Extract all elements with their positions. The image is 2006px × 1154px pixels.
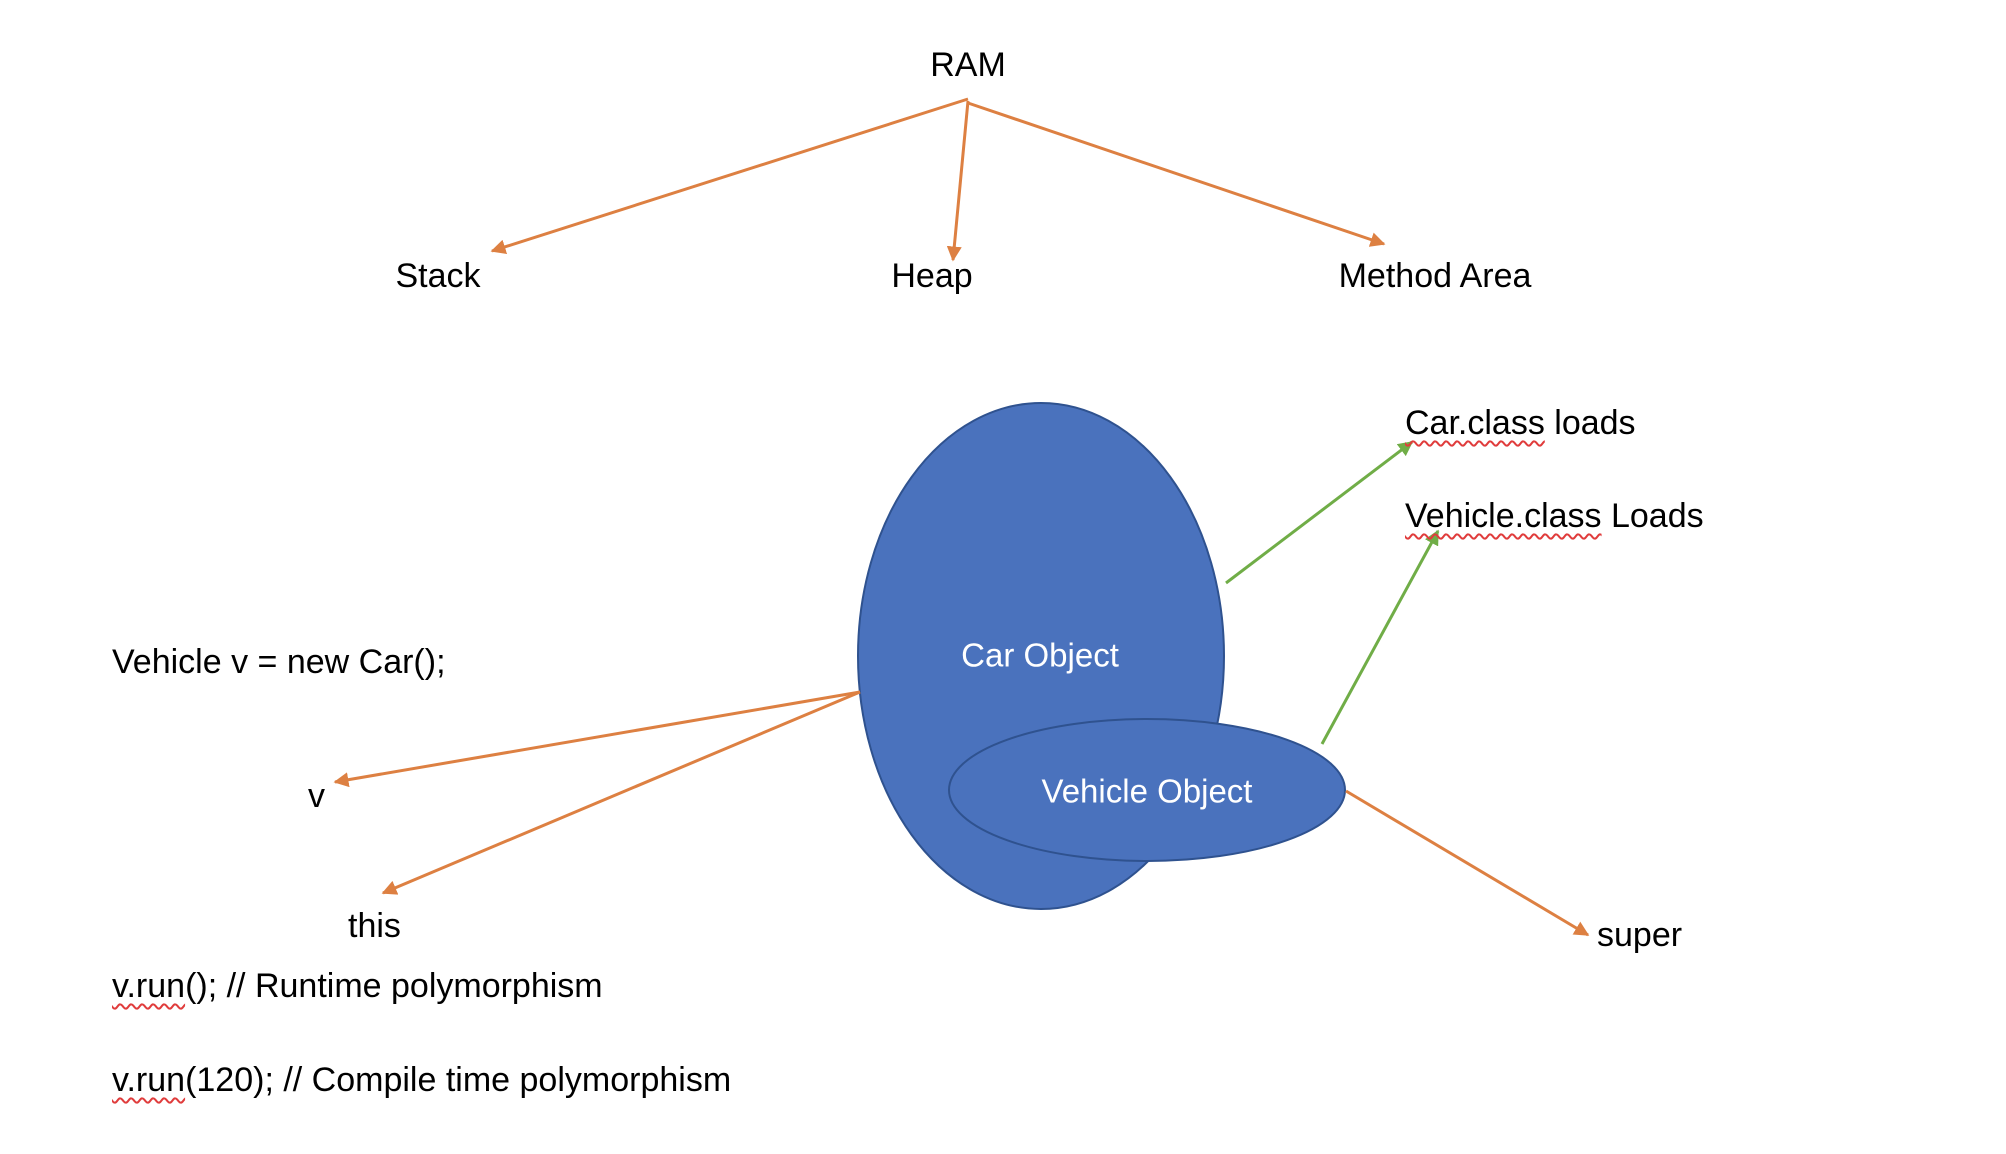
- ram-to-method-area-arrow: [967, 101, 1386, 247]
- code-runtime-call: v.run: [112, 967, 186, 1005]
- code-compile-call: v.run: [112, 1061, 186, 1099]
- reference-this-label: this: [348, 907, 401, 945]
- code-compile-line: v.run(120); // Compile time polymorphism: [112, 1063, 731, 1097]
- vehicle-object-ellipse: [948, 718, 1346, 862]
- ram-label: RAM: [930, 46, 1006, 84]
- car-class-loads-label: Car.class loads: [1405, 406, 1636, 440]
- car-class-loads-arrow: [1225, 440, 1414, 585]
- reference-super-label: super: [1597, 916, 1683, 954]
- code-runtime-line: v.run(); // Runtime polymorphism: [112, 969, 603, 1003]
- car-class-name: Car.class: [1405, 404, 1545, 442]
- car-to-v-arrow: [333, 690, 861, 788]
- code-compile-rest: (120); // Compile time polymorphism: [185, 1061, 732, 1099]
- vehicle-class-loads-arrow: [1320, 529, 1440, 745]
- vehicle-object-label: Vehicle Object: [1041, 772, 1253, 810]
- code-runtime-rest: (); // Runtime polymorphism: [185, 967, 603, 1005]
- vehicle-class-name: Vehicle.class: [1405, 497, 1602, 535]
- heap-label: Heap: [891, 257, 973, 295]
- car-to-this-arrow: [381, 690, 861, 895]
- reference-v-label: v: [308, 777, 325, 815]
- car-object-label: Car Object: [961, 636, 1119, 674]
- code-declaration: Vehicle v = new Car();: [112, 643, 446, 681]
- ram-to-stack-arrow: [490, 97, 969, 255]
- vehicle-class-loads-label: Vehicle.class Loads: [1405, 499, 1704, 533]
- car-class-suffix: loads: [1544, 404, 1636, 442]
- method-area-label: Method Area: [1338, 257, 1532, 295]
- stack-label: Stack: [395, 257, 481, 295]
- ram-to-heap-arrow: [946, 100, 970, 262]
- vehicle-to-super-arrow: [1345, 789, 1590, 937]
- vehicle-class-suffix: Loads: [1601, 497, 1704, 535]
